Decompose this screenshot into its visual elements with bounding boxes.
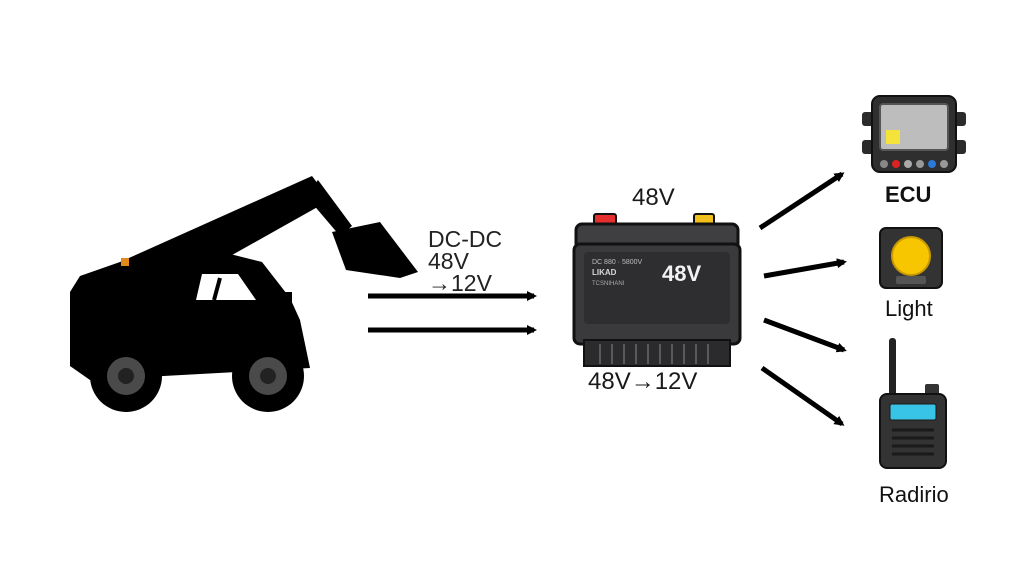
converter-label-line1: DC-DC xyxy=(428,226,503,252)
battery-sticker-line3: TCSNIHANI xyxy=(592,281,625,287)
converter-label-line3: →12V xyxy=(428,270,492,296)
arrow-to-light-2 xyxy=(763,317,847,353)
converter-label-line2: 48V xyxy=(428,248,469,274)
handheld-radio-icon xyxy=(879,338,947,469)
arrow-to-ecu xyxy=(758,171,845,231)
battery-top-label: 48V xyxy=(632,184,675,211)
battery-face-value: 48V xyxy=(662,261,701,286)
amber-light-icon xyxy=(879,227,943,289)
arrow-to-light xyxy=(763,258,847,279)
battery-sticker-line1: DC 880 · 5800V xyxy=(592,259,643,266)
battery-sticker-line2: LIKAD xyxy=(592,268,617,277)
arrow-to-radio xyxy=(760,365,845,427)
ecu-label: ECU xyxy=(885,182,932,207)
light-label: Light xyxy=(885,296,933,321)
radio-label: Radirio xyxy=(879,482,949,507)
telehandler-icon xyxy=(70,176,418,412)
battery-icon: DC 880 · 5800V LIKAD TCSNIHANI 48V xyxy=(572,213,742,367)
ecu-module-icon xyxy=(862,95,966,173)
battery-bottom-label: 48V→12V xyxy=(588,368,698,395)
